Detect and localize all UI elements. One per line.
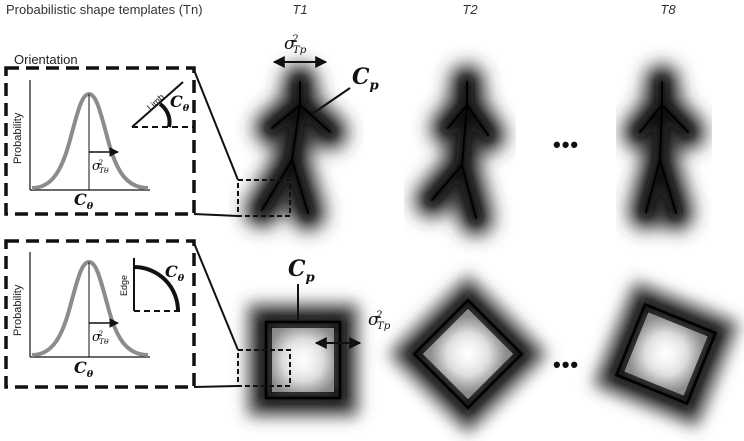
t2-edge-template <box>388 274 548 434</box>
column-label-t1: T1 <box>292 2 308 17</box>
top-angle-arc <box>158 102 172 128</box>
bottom-zoom-line-lower <box>193 385 239 388</box>
bottom-gaussian-curve <box>31 259 149 357</box>
bottom-sigma-p: σ2Tp <box>368 309 391 332</box>
top-angle-symbol: Cθ <box>170 92 190 115</box>
top-sigma-p: σ2Tp <box>284 33 307 56</box>
bottom-zoom-line-upper <box>193 242 239 351</box>
t2-limb-template <box>414 64 506 236</box>
bottom-ellipsis: ••• <box>553 352 580 377</box>
t1-edge-template <box>248 304 358 416</box>
column-label-t8: T8 <box>660 2 676 17</box>
t1-limb-template <box>244 64 348 231</box>
t1-edge-zoom-box <box>237 349 291 387</box>
top-cp-symbol: Cp <box>352 64 379 94</box>
bottom-inset-box <box>4 239 196 389</box>
bottom-angle-symbol: Cθ <box>165 262 185 285</box>
top-inset-box <box>4 66 196 216</box>
edge-label: Edge <box>119 274 129 296</box>
t1-zoom-box <box>237 179 291 217</box>
column-label-t2: T2 <box>462 2 478 17</box>
bottom-y-axis-label: Probability <box>12 284 24 336</box>
top-zoom-line-lower <box>193 213 239 217</box>
orientation-label: Orientation <box>14 52 78 67</box>
top-zoom-line-upper <box>193 69 239 181</box>
top-x-axis-symbol: Cθ <box>74 190 94 213</box>
bottom-cp-symbol: Cp <box>288 256 315 286</box>
top-sigma-theta: σ2Tθ <box>92 157 109 175</box>
bottom-sigma-theta: σ2Tθ <box>92 328 109 346</box>
figure-title: Probabilistic shape templates (Tn) <box>6 2 203 17</box>
top-ellipsis: ••• <box>553 132 580 157</box>
bottom-angle-arc <box>133 265 180 312</box>
top-limb-line <box>131 81 184 128</box>
top-gaussian-curve <box>31 91 149 190</box>
bottom-x-axis-symbol: Cθ <box>74 358 94 381</box>
t8-edge-template <box>593 281 739 427</box>
t8-limb-template <box>622 64 706 231</box>
top-y-axis-label: Probability <box>12 112 24 164</box>
top-cp-pointer <box>311 87 351 115</box>
